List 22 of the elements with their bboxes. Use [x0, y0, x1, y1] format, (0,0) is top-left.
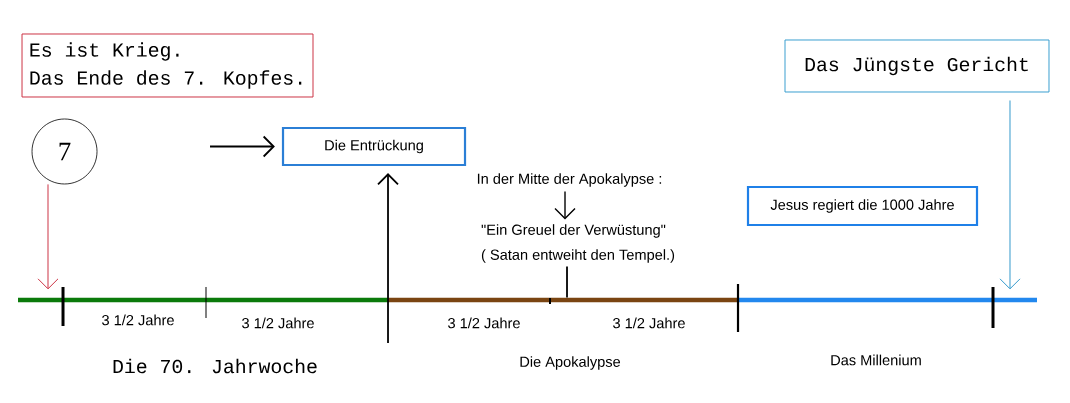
annotation-text: In der Mitte der Apokalypse : — [477, 173, 662, 187]
note-box: Es ist Krieg. Das Ende des 7. Kopfes. — [21, 33, 314, 98]
event-box: Die Entrückung — [281, 126, 467, 167]
duration-label: 3 1/2 Jahre — [448, 317, 520, 329]
leader-line — [566, 265, 568, 299]
event-box: Jesus regiert die 1000 Jahre — [746, 185, 979, 227]
arrow — [37, 183, 59, 290]
arrow — [209, 135, 275, 158]
event-box: Das Jüngste Gericht — [784, 39, 1050, 93]
duration-label: 3 1/2 Jahre — [102, 314, 174, 326]
period-label: Die 70. Jahrwoche — [113, 358, 317, 374]
period-label: Das Millenium — [831, 354, 921, 366]
arrow — [999, 100, 1021, 290]
arrow — [377, 173, 399, 344]
annotation-text: "Ein Greuel der Verwüstung" ( Satan entweiht den Tempel.) — [481, 224, 675, 263]
duration-label: 3 1/2 Jahre — [613, 317, 685, 329]
timeline-segment — [388, 297, 738, 303]
timeline-segment — [738, 297, 1037, 303]
duration-label: 3 1/2 Jahre — [242, 317, 314, 329]
timeline-segment — [18, 297, 388, 303]
arrow — [554, 190, 576, 220]
period-label: Die Apokalypse — [520, 356, 621, 370]
